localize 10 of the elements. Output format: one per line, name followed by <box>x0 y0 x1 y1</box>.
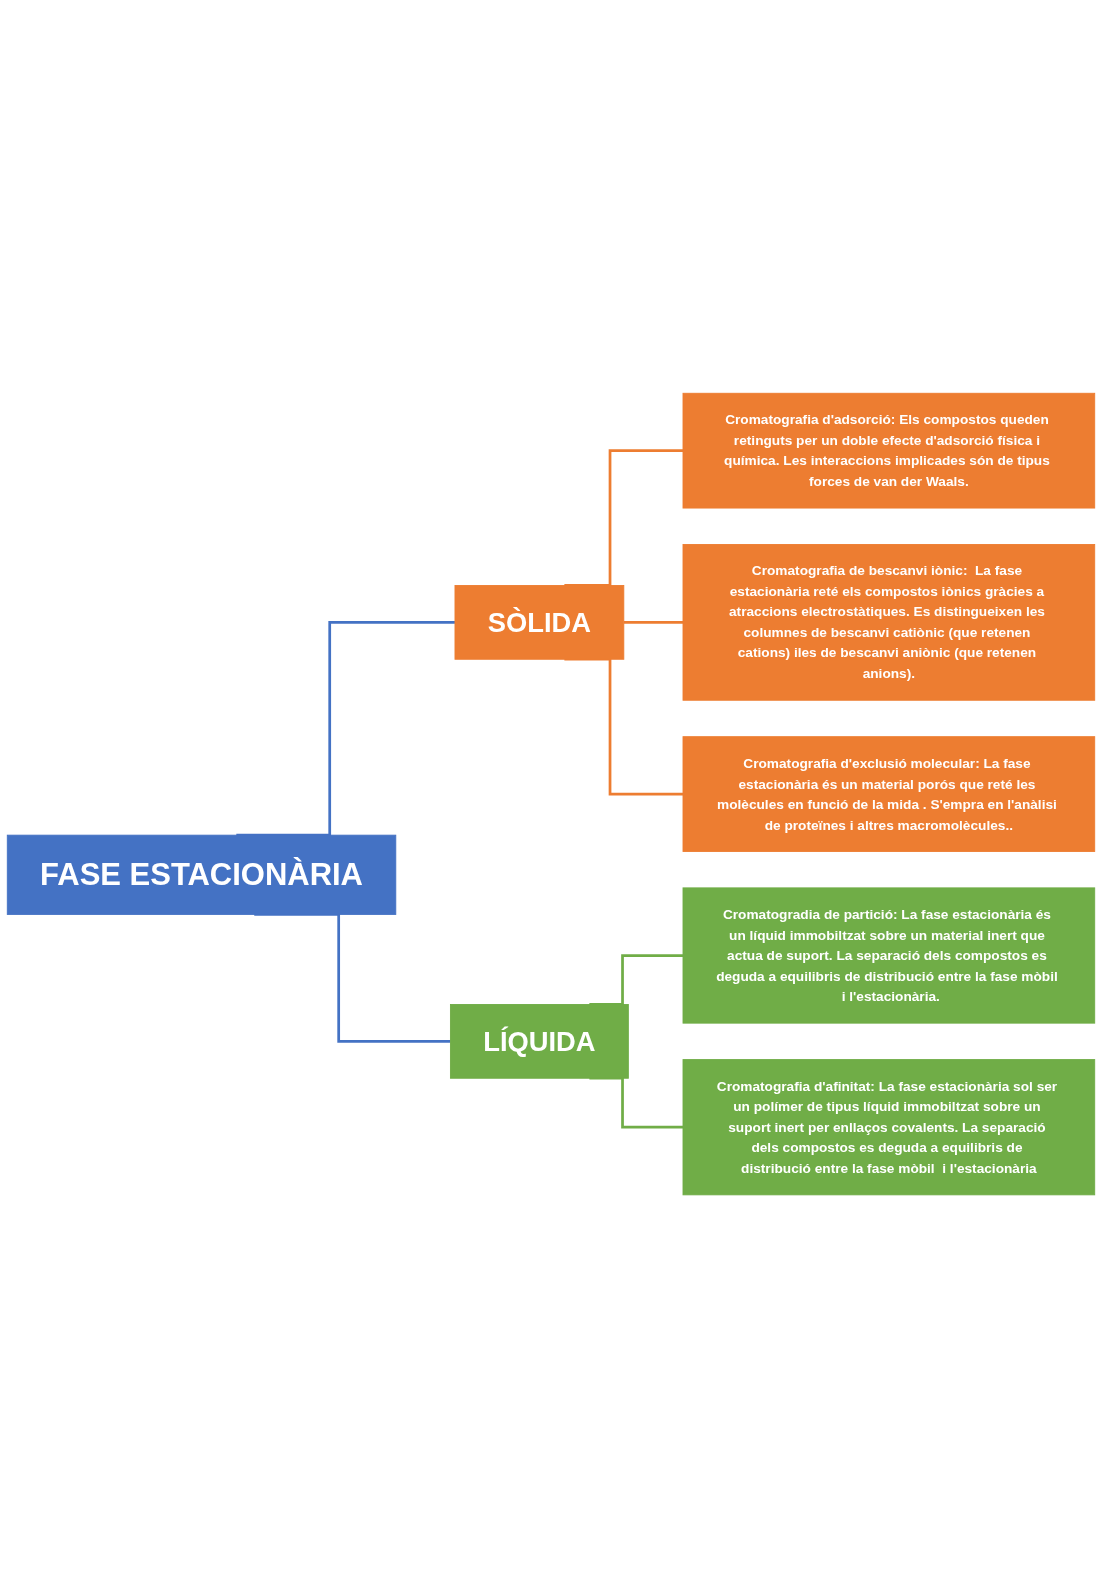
node-box: Cromatogradia de partició: La fase estacionària és un líquid immobiltzat sobre un material inert que actua de suport. La separació dels compostos es deguda a equilibris de distribució entre la fase mòbil i l'estacionària. <box>682 887 1096 1025</box>
node-box: Cromatografia d'afinitat: La fase estacionària sol ser un polímer de tipus líquid immobiltzat sobre un suport inert per enllaços covalents. La separació dels compostos es deguda a equilibris de distribució entre la fase mòbil i l'estacionària <box>682 1059 1096 1196</box>
connector <box>623 621 683 625</box>
node-box: LÍQUIDA <box>450 1004 629 1080</box>
node-box: Cromatografia de bescanvi iònic: La fase estacionària reté els compostos iònics gràcies a atraccions electrostàtiques. Es distingueixen les columnes de bescanvi catiònic (que retenen cations) iles de bescanvi aniònic (que retenen anions). <box>682 544 1096 702</box>
node-box: Cromatografia d'exclusió molecular: La fase estacionària és un material porós que reté les molècules en funció de la mida . S'empra en l'anàlisi de proteïnes i altres macromolècules.. <box>682 736 1096 853</box>
node-box: SÒLIDA <box>454 585 625 661</box>
connector <box>236 621 455 837</box>
node-box: FASE ESTACIONÀRIA <box>6 835 397 916</box>
node-box: Cromatografia d'adsorció: Els compostos queden retinguts per un doble efecte d'adsorció física i química. Les interaccions implicades són de tipus forces de van der Waals. <box>682 393 1096 509</box>
